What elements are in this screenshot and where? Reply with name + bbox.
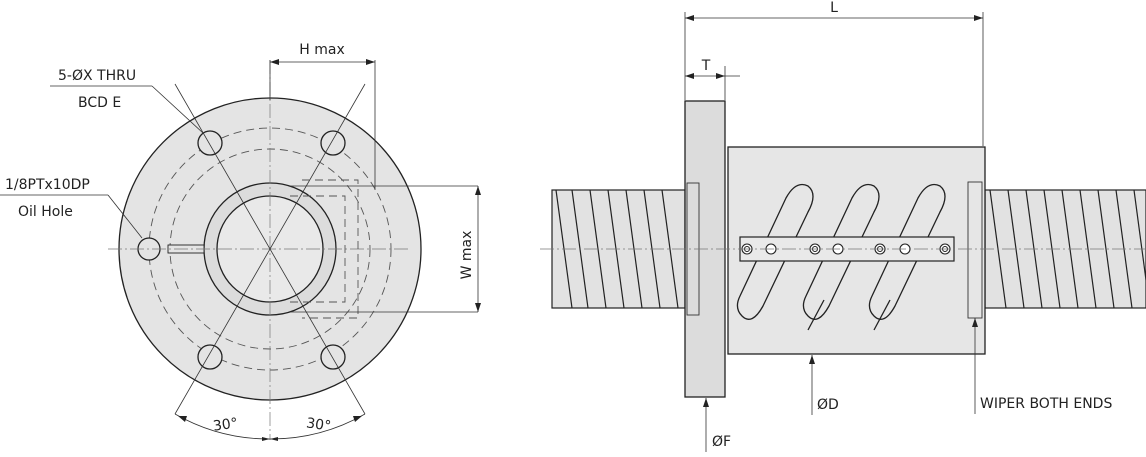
body-diameter-label: ØD (817, 397, 839, 413)
bolt-hole (320, 344, 346, 370)
flange-diameter-label: ØF (712, 434, 731, 450)
front-view: H max W max 5-ØX THRU BCD E 1/8PTx10DP O… (0, 42, 481, 441)
return-tubes (736, 183, 946, 331)
angle-right: 30° (305, 415, 332, 434)
bolt-hole (197, 344, 223, 370)
bolt-hole (197, 130, 223, 156)
oil-hole-line1: 1/8PTx10DP (5, 177, 90, 193)
angle-left: 30° (212, 415, 239, 434)
bolt-hole (320, 130, 346, 156)
flange-thickness-label: T (701, 58, 711, 74)
side-view: L T ØD ØF WIPER BOTH ENDS (540, 0, 1146, 452)
hole-callout-line1: 5-ØX THRU (58, 68, 136, 84)
wiper-label: WIPER BOTH ENDS (980, 396, 1112, 412)
oil-hole-line2: Oil Hole (18, 204, 73, 220)
height-label: H max (299, 42, 344, 58)
width-label: W max (459, 231, 475, 280)
hole-callout-line2: BCD E (78, 95, 121, 111)
length-label: L (830, 0, 838, 16)
